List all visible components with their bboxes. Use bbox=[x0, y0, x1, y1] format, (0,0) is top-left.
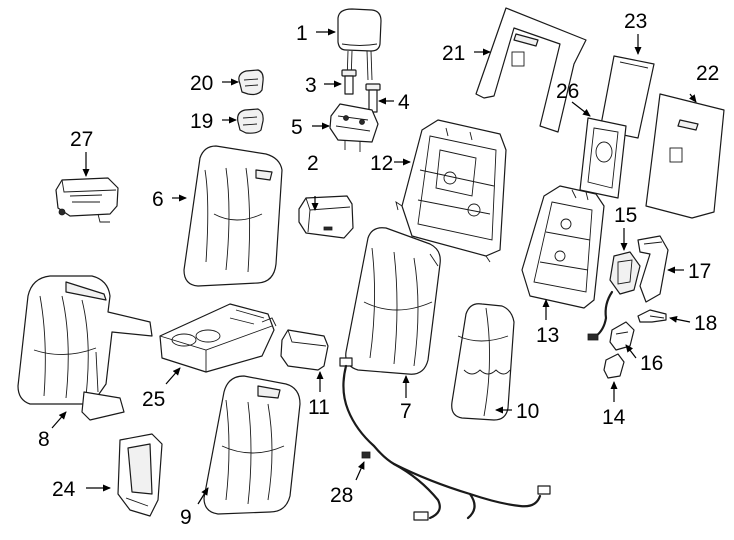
callout-21: 21 bbox=[442, 42, 465, 65]
callout-25: 25 bbox=[142, 388, 165, 411]
bezel-part-17 bbox=[637, 235, 669, 303]
callout-28: 28 bbox=[330, 484, 353, 507]
control-module-part bbox=[55, 177, 119, 223]
cupholder-tray-part bbox=[159, 303, 277, 373]
callout-22: 22 bbox=[696, 62, 719, 85]
clip-part-14 bbox=[603, 353, 625, 379]
callout-14: 14 bbox=[602, 406, 626, 429]
rear-panel-part-22 bbox=[645, 93, 725, 219]
callout-1: 1 bbox=[296, 22, 308, 45]
headrest-guide-part bbox=[341, 69, 357, 95]
callout-11: 11 bbox=[308, 396, 330, 419]
callout-16: 16 bbox=[640, 352, 663, 375]
callout-20: 20 bbox=[190, 72, 213, 95]
callout-10: 10 bbox=[516, 400, 539, 423]
seatback-frame-part-12 bbox=[395, 119, 507, 263]
callout-5: 5 bbox=[291, 116, 303, 139]
callout-13: 13 bbox=[536, 324, 559, 347]
callout-26: 26 bbox=[556, 80, 579, 103]
callout-18: 18 bbox=[694, 312, 717, 335]
seatback-cover-part-7 bbox=[345, 227, 441, 375]
panel-part-23 bbox=[599, 55, 655, 139]
callout-24: 24 bbox=[52, 478, 76, 501]
foam-pad-part-10 bbox=[451, 303, 515, 421]
callout-19: 19 bbox=[190, 110, 213, 133]
callout-7: 7 bbox=[400, 400, 412, 423]
seatback-cover-part-9 bbox=[203, 375, 301, 515]
pocket-panel-part-26 bbox=[579, 117, 627, 199]
latch-part-15 bbox=[587, 251, 641, 341]
armrest-pad-part bbox=[298, 195, 354, 239]
wiring-harness-part-28 bbox=[339, 357, 551, 521]
seatback-frame-part-13 bbox=[521, 185, 605, 309]
back-panel-part-21 bbox=[475, 7, 587, 133]
seat-cushion-part-8 bbox=[17, 275, 153, 421]
bolt-part-18 bbox=[637, 309, 667, 323]
leader-lines bbox=[51, 28, 697, 505]
callout-8: 8 bbox=[38, 428, 50, 451]
clip-part-16 bbox=[609, 321, 635, 351]
callout-15: 15 bbox=[614, 204, 637, 227]
callout-12: 12 bbox=[370, 152, 393, 175]
trim-cover-part-11 bbox=[280, 329, 329, 371]
callout-9: 9 bbox=[180, 506, 192, 529]
callout-6: 6 bbox=[152, 188, 164, 211]
callout-4: 4 bbox=[398, 91, 410, 114]
callout-17: 17 bbox=[688, 260, 711, 283]
seatback-cover-part-6 bbox=[183, 145, 283, 287]
bracket-part-24 bbox=[117, 433, 163, 517]
callout-23: 23 bbox=[624, 10, 647, 33]
clip-part-20 bbox=[238, 69, 264, 96]
callout-27: 27 bbox=[70, 128, 93, 151]
callout-3: 3 bbox=[305, 74, 317, 97]
callout-2: 2 bbox=[307, 152, 319, 175]
clip-part-19 bbox=[237, 108, 264, 134]
headrest-guide-lock-part bbox=[365, 83, 381, 113]
headrest-bracket-part bbox=[329, 103, 379, 152]
callout-labels: 1 2 3 4 5 6 7 8 9 10 11 12 13 14 15 16 1… bbox=[38, 10, 719, 529]
